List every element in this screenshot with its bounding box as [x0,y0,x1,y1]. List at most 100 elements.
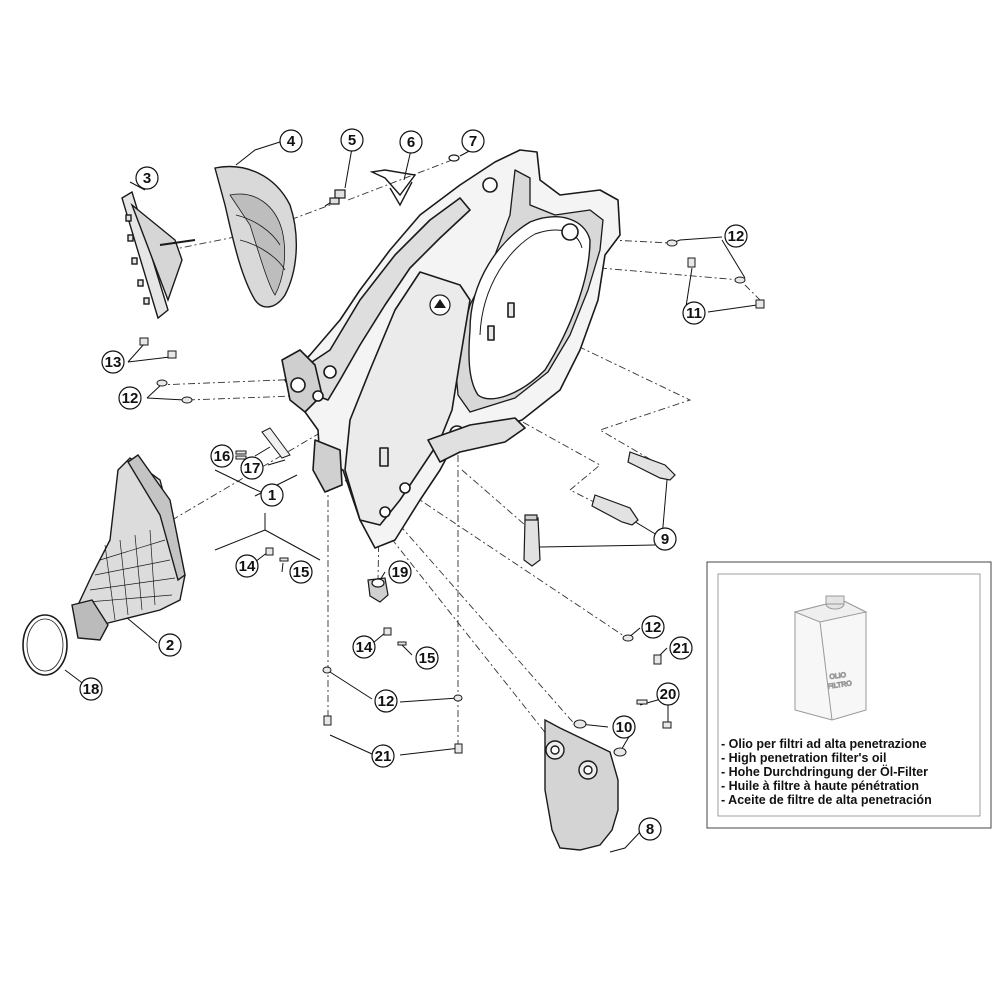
callout-circle [118,386,142,410]
callout-circle [612,715,636,739]
callout-c12d: 12 [641,615,665,639]
callout-circle [352,635,376,659]
callout-c13: 13 [101,350,125,374]
callout-c14a: 14 [235,554,259,578]
inset-line-de: - Hohe Durchdringung der Öl-Filter [721,764,928,779]
airbox-body [281,149,621,549]
callout-c10: 10 [612,715,636,739]
callout-circle [340,128,364,152]
oil-can-label-line1: OLIO [829,672,847,681]
callout-number: 19 [392,564,409,581]
callout-number: 12 [122,390,139,407]
callout-circle [289,560,313,584]
callout-c4: 4 [279,129,303,153]
callout-c2: 2 [158,633,182,657]
callout-c9: 9 [653,527,677,551]
callout-number: 18 [83,681,100,698]
callout-circle [371,744,395,768]
ring-7 [448,154,460,162]
callout-c21a: 21 [371,744,395,768]
callout-number: 4 [287,133,296,150]
callout-circle [235,554,259,578]
callout-circle [158,633,182,657]
callout-c1: 1 [260,483,284,507]
callout-c5: 5 [340,128,364,152]
callout-c18: 18 [79,677,103,701]
callout-c15a: 15 [289,560,313,584]
callout-circle [240,456,264,480]
callout-c3: 3 [135,166,159,190]
callout-number: 8 [646,821,654,838]
inset-line-en: - High penetration filter's oil [721,751,886,765]
air-filter-element [214,165,298,308]
callout-circle [374,689,398,713]
callout-number: 12 [645,619,662,636]
callout-number: 9 [661,531,669,548]
callout-circle [641,615,665,639]
callout-c21b: 21 [669,636,693,660]
callout-circle [682,301,706,325]
callout-c15b: 15 [415,646,439,670]
callout-number: 15 [293,564,310,581]
callout-number: 10 [616,719,633,736]
callout-number: 13 [105,354,122,371]
callout-circle [260,483,284,507]
callout-circle [101,350,125,374]
inset-line-es: - Aceite de filtre de alta penetración [721,793,932,807]
callout-circle [461,129,485,153]
screw-5 [324,189,346,207]
oil-can-label-line2: FILTRO [827,680,853,690]
callout-number: 16 [214,448,231,465]
callout-circle [388,560,412,584]
clip-6 [369,169,417,207]
callout-c12a: 12 [724,224,748,248]
callout-circle [210,444,234,468]
callout-number: 17 [244,460,261,477]
drain-plugs [523,451,676,567]
callout-number: 15 [419,650,436,667]
rear-mud-guard [544,718,619,851]
callout-c12b: 12 [118,386,142,410]
callout-circle [79,677,103,701]
callout-number: 12 [378,693,395,710]
callout-c12c: 12 [374,689,398,713]
callout-number: 21 [673,640,690,657]
callout-circle [415,646,439,670]
callout-c11: 11 [682,301,706,325]
callout-c8: 8 [638,817,662,841]
callout-circle [669,636,693,660]
callout-circle [399,130,423,154]
callout-number: 1 [268,487,276,504]
hose-clamp [22,614,68,676]
oil-can-icon: OLIO FILTRO [793,595,868,721]
inset-line-fr: - Huile à filtre à haute pénétration [721,779,919,793]
callout-c17: 17 [240,456,264,480]
callout-number: 11 [686,305,702,322]
callout-number: 14 [356,639,373,656]
callout-circle [638,817,662,841]
callout-circle [653,527,677,551]
grommet-19 [367,577,389,603]
callout-number: 12 [728,228,745,245]
callout-circle [724,224,748,248]
callout-number: 7 [469,133,477,150]
callout-c19: 19 [388,560,412,584]
callout-number: 2 [166,637,174,654]
filter-cage [121,190,196,320]
callout-c20: 20 [656,682,680,706]
callout-number: 21 [375,748,392,765]
callout-number: 5 [348,132,356,149]
intake-boot [71,454,186,641]
callout-c16: 16 [210,444,234,468]
callout-number: 3 [143,170,151,187]
callout-number: 20 [660,686,677,703]
callout-c7: 7 [461,129,485,153]
callout-c6: 6 [399,130,423,154]
filter-oil-inset: OLIO FILTRO - Olio per filtri ad alta pe… [706,561,992,829]
callout-number: 14 [239,558,256,575]
callout-circle [279,129,303,153]
callout-c14b: 14 [352,635,376,659]
callout-circle [135,166,159,190]
